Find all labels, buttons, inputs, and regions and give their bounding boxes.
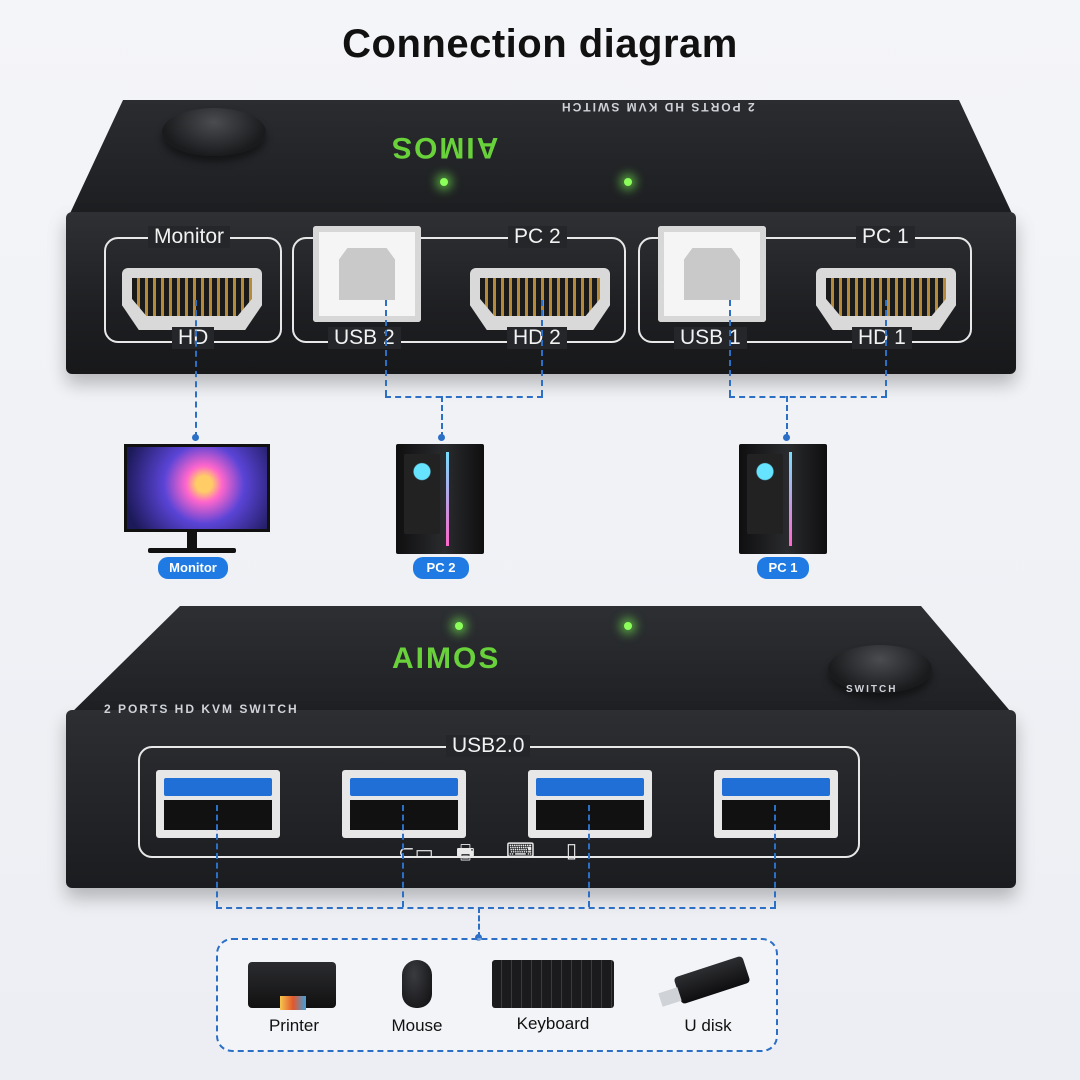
switch-label: SWITCH xyxy=(846,684,898,695)
led-indicator xyxy=(624,178,632,186)
usb-a-port[interactable] xyxy=(714,770,838,838)
hdmi-port-pc2[interactable] xyxy=(470,268,610,330)
hdmi-port-monitor[interactable] xyxy=(122,268,262,330)
usb-group-label: USB2.0 xyxy=(446,735,531,757)
connector-dot xyxy=(475,934,482,941)
printer-icon: 🖶 xyxy=(456,842,475,864)
mouse-icon: ▯ xyxy=(566,840,578,862)
usb-b-port-pc2[interactable] xyxy=(313,226,421,322)
device-silkscreen: 2 PORTS HD KVM SWITCH xyxy=(104,702,299,716)
led-indicator xyxy=(440,178,448,186)
pc-tower-icon xyxy=(396,444,484,554)
port-label-usb2: USB 2 xyxy=(328,327,401,349)
group-label-pc2: PC 2 xyxy=(508,226,567,248)
connector-line xyxy=(385,300,387,396)
group-label-monitor: Monitor xyxy=(148,226,231,248)
endpoint-label-monitor: Monitor xyxy=(158,557,228,579)
connector-line xyxy=(541,300,543,396)
pc1-port-group xyxy=(638,237,972,343)
peripheral-label-keyboard: Keyboard xyxy=(516,1014,590,1033)
port-label-hd1: HD 1 xyxy=(852,327,912,349)
group-label-pc1: PC 1 xyxy=(856,226,915,248)
connector-line xyxy=(195,300,197,438)
connector-line xyxy=(216,907,776,909)
connector-line xyxy=(774,805,776,907)
connector-line xyxy=(478,907,480,938)
mouse-icon xyxy=(402,960,432,1008)
monitor-base xyxy=(148,548,236,553)
brand-logo: AIMOS xyxy=(390,131,499,164)
port-label-hd: HD xyxy=(172,327,215,349)
connector-line xyxy=(441,396,443,438)
connector-line xyxy=(588,805,590,907)
endpoint-label-pc1: PC 1 xyxy=(757,557,809,579)
switch-button[interactable] xyxy=(828,645,932,693)
connector-line xyxy=(729,300,731,396)
switch-button[interactable] xyxy=(162,108,266,156)
usb-drive-icon: ⊂▭ xyxy=(398,842,434,864)
monitor-stand xyxy=(187,529,197,549)
led-indicator xyxy=(455,622,463,630)
connector-line xyxy=(786,396,788,438)
keyboard-icon xyxy=(492,960,614,1008)
peripheral-label-mouse: Mouse xyxy=(391,1016,443,1035)
connector-dot xyxy=(438,434,445,441)
pc-tower-icon xyxy=(739,444,827,554)
connector-dot xyxy=(783,434,790,441)
usb-a-port[interactable] xyxy=(156,770,280,838)
port-label-usb1: USB 1 xyxy=(674,327,747,349)
device-silkscreen: 2 PORTS HD KVM SWITCH xyxy=(560,100,755,114)
port-label-hd2: HD 2 xyxy=(507,327,567,349)
usb-b-port-pc1[interactable] xyxy=(658,226,766,322)
peripheral-label-udisk: U disk xyxy=(684,1016,732,1035)
usb-a-port[interactable] xyxy=(342,770,466,838)
connector-line xyxy=(385,396,543,398)
keyboard-icon: ⌨ xyxy=(506,840,535,862)
pc2-port-group xyxy=(292,237,626,343)
monitor-icon xyxy=(124,444,270,532)
peripheral-label-printer: Printer xyxy=(268,1016,320,1035)
brand-logo: AIMOS xyxy=(392,642,501,675)
usb-a-port[interactable] xyxy=(528,770,652,838)
printer-photo xyxy=(280,996,306,1010)
connector-line xyxy=(216,805,218,907)
led-indicator xyxy=(624,622,632,630)
connector-dot xyxy=(192,434,199,441)
connector-line xyxy=(402,805,404,907)
page-title: Connection diagram xyxy=(342,22,738,66)
endpoint-label-pc2: PC 2 xyxy=(413,557,469,579)
connector-line xyxy=(729,396,887,398)
connector-line xyxy=(885,300,887,396)
